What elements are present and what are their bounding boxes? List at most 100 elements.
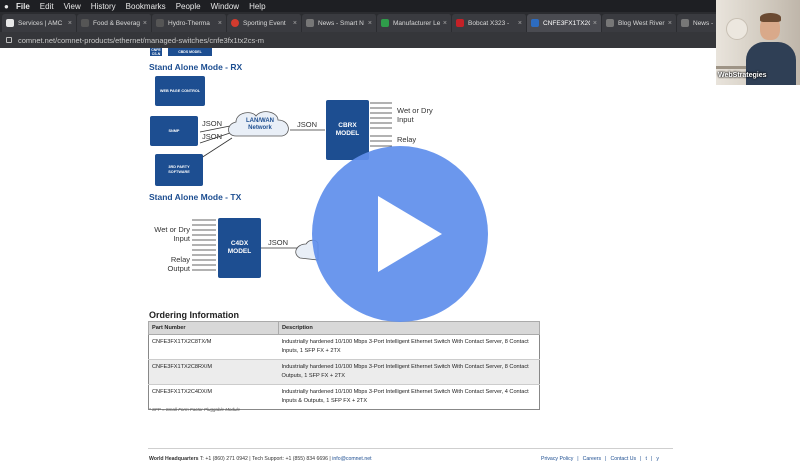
footer-phone: T: +1 (860) 271 0942 | Tech Support: +1 … [199,456,331,462]
menu-window[interactable]: Window [210,1,240,11]
browser-tab[interactable]: Food & Beverag× [77,14,152,32]
top-right-box: CBDS MODEL [168,48,212,56]
tab-label: News - [693,19,714,27]
footer-links: Privacy Policy | Careers | Contact Us | … [541,456,659,462]
webcam-shelf [716,66,746,69]
footer-hq-label: World Headquarters [149,456,199,462]
browser-tab-bar: Services | AMC× Food & Beverag× Hydro-Th… [0,12,800,32]
cloud-shape [228,111,289,137]
play-icon [378,196,442,272]
favicon-icon [531,19,539,27]
browser-tab[interactable]: News - Smart N× [302,14,377,32]
network-diagram [192,102,392,271]
menu-history[interactable]: History [90,1,116,11]
presenter-body [746,42,796,85]
menu-bookmarks[interactable]: Bookmarks [125,1,166,11]
menu-file[interactable]: File [16,1,30,11]
top-left-box: CNFE CS-N [150,48,162,56]
json-label: JSON [268,238,289,247]
tab-label: Bobcat X323 - [468,19,510,27]
tab-label: Services | AMC [18,19,63,27]
tab-label: Food & Beverag [93,19,140,27]
description-cell: Industrially hardened 10/100 Mbps 3-Port… [278,384,540,410]
browser-tab[interactable]: Manufacturer Le× [377,14,452,32]
close-tab-icon[interactable]: × [67,19,72,27]
tx-section-title: Stand Alone Mode - TX [149,192,242,202]
menu-view[interactable]: View [63,1,81,11]
video-play-button[interactable] [312,146,488,322]
close-tab-icon[interactable]: × [217,19,222,27]
footer-separator: | [605,456,607,462]
address-bar[interactable]: comnet.net/comnet-products/ethernet/mana… [0,32,800,48]
tab-label: Sporting Event [243,19,286,27]
column-header-description: Description [278,321,540,335]
rx-section-title: Stand Alone Mode - RX [149,62,243,72]
relay-output-label: Relay Output [167,255,190,273]
menu-help[interactable]: Help [249,1,266,11]
wet-or-dry-input-label: Wet or Dry Input [154,225,190,243]
favicon-icon [81,19,89,27]
close-tab-icon[interactable]: × [517,19,522,27]
twitter-icon[interactable]: t [645,456,647,462]
close-tab-icon[interactable]: × [592,19,597,27]
footer-email-link[interactable]: info@comnet.net [332,456,372,462]
favicon-icon [156,19,164,27]
browser-tab[interactable]: Services | AMC × [2,14,77,32]
presenter-hair [760,13,781,22]
mac-menu-bar: ● File Edit View History Bookmarks Peopl… [0,0,800,12]
wall-logo-icon [726,18,748,40]
close-tab-icon[interactable]: × [142,19,147,27]
ordering-information-title: Ordering Information [149,310,239,320]
close-tab-icon[interactable]: × [667,19,672,27]
snmp-box: SNMP [150,116,198,146]
youtube-icon[interactable]: y [656,456,659,462]
privacy-policy-link[interactable]: Privacy Policy [541,456,574,462]
json-label: JSON [297,120,318,129]
favicon-icon [381,19,389,27]
lock-icon[interactable] [6,37,12,43]
c4dx-model-box: C4DX MODEL [218,218,261,278]
favicon-icon [681,19,689,27]
part-number-cell: CNFE3FX1TX2C4DX/M [148,384,279,410]
browser-tab[interactable]: Blog West River× [602,14,677,32]
contact-us-link[interactable]: Contact Us [610,456,637,462]
webcam-overlay: WebStrategies [716,0,800,85]
column-header-part-number: Part Number [148,321,279,335]
footer-separator: | [577,456,579,462]
footer-separator: | [650,456,653,462]
tab-label: Hydro-Therma [168,19,210,27]
tab-label: Manufacturer Le [393,19,440,27]
close-tab-icon[interactable]: × [292,19,297,27]
tab-label: Blog West River [618,19,665,27]
browser-tab-active[interactable]: CNFE3FX1TX2C× [527,14,602,32]
browser-tab[interactable]: Hydro-Therma × [152,14,227,32]
apple-icon[interactable]: ● [4,1,9,11]
web-page-control-box: WEB PAGE CONTROL [155,76,205,106]
tab-label: News - Smart N [318,19,364,27]
presenter-head [760,16,780,40]
footer-separator: | [640,456,642,462]
favicon-icon [456,19,464,27]
json-label: JSON [202,119,223,128]
menu-edit[interactable]: Edit [39,1,54,11]
table-row: CNFE3FX1TX2C8TX/M Industrially hardened … [148,334,540,360]
webcam-caption: WebStrategies [718,72,767,79]
description-cell: Industrially hardened 10/100 Mbps 3-Port… [278,359,540,385]
browser-tab[interactable]: Sporting Event × [227,14,302,32]
tab-label: CNFE3FX1TX2C [543,19,590,27]
wet-or-dry-input-label: Wet or Dry Input [397,106,433,124]
close-tab-icon[interactable]: × [367,19,372,27]
browser-tab[interactable]: Bobcat X323 - × [452,14,527,32]
menu-people[interactable]: People [175,1,201,11]
ordering-table: Part Number Description CNFE3FX1TX2C8TX/… [148,321,540,410]
url-text[interactable]: comnet.net/comnet-products/ethernet/mana… [18,35,264,45]
cbrx-model-box: CBRX MODEL [326,100,369,160]
table-row: CNFE3FX1TX2C8RX/M Industrially hardened … [148,359,540,385]
careers-link[interactable]: Careers [582,456,602,462]
table-row: CNFE3FX1TX2C4DX/M Industrially hardened … [148,384,540,410]
part-number-cell: CNFE3FX1TX2C8RX/M [148,359,279,385]
close-tab-icon[interactable]: × [442,19,447,27]
relay-label: Relay [397,135,417,144]
favicon-icon [6,19,14,27]
sfp-footnote: * SFP = Small Form Factor Pluggable Modu… [149,407,240,412]
